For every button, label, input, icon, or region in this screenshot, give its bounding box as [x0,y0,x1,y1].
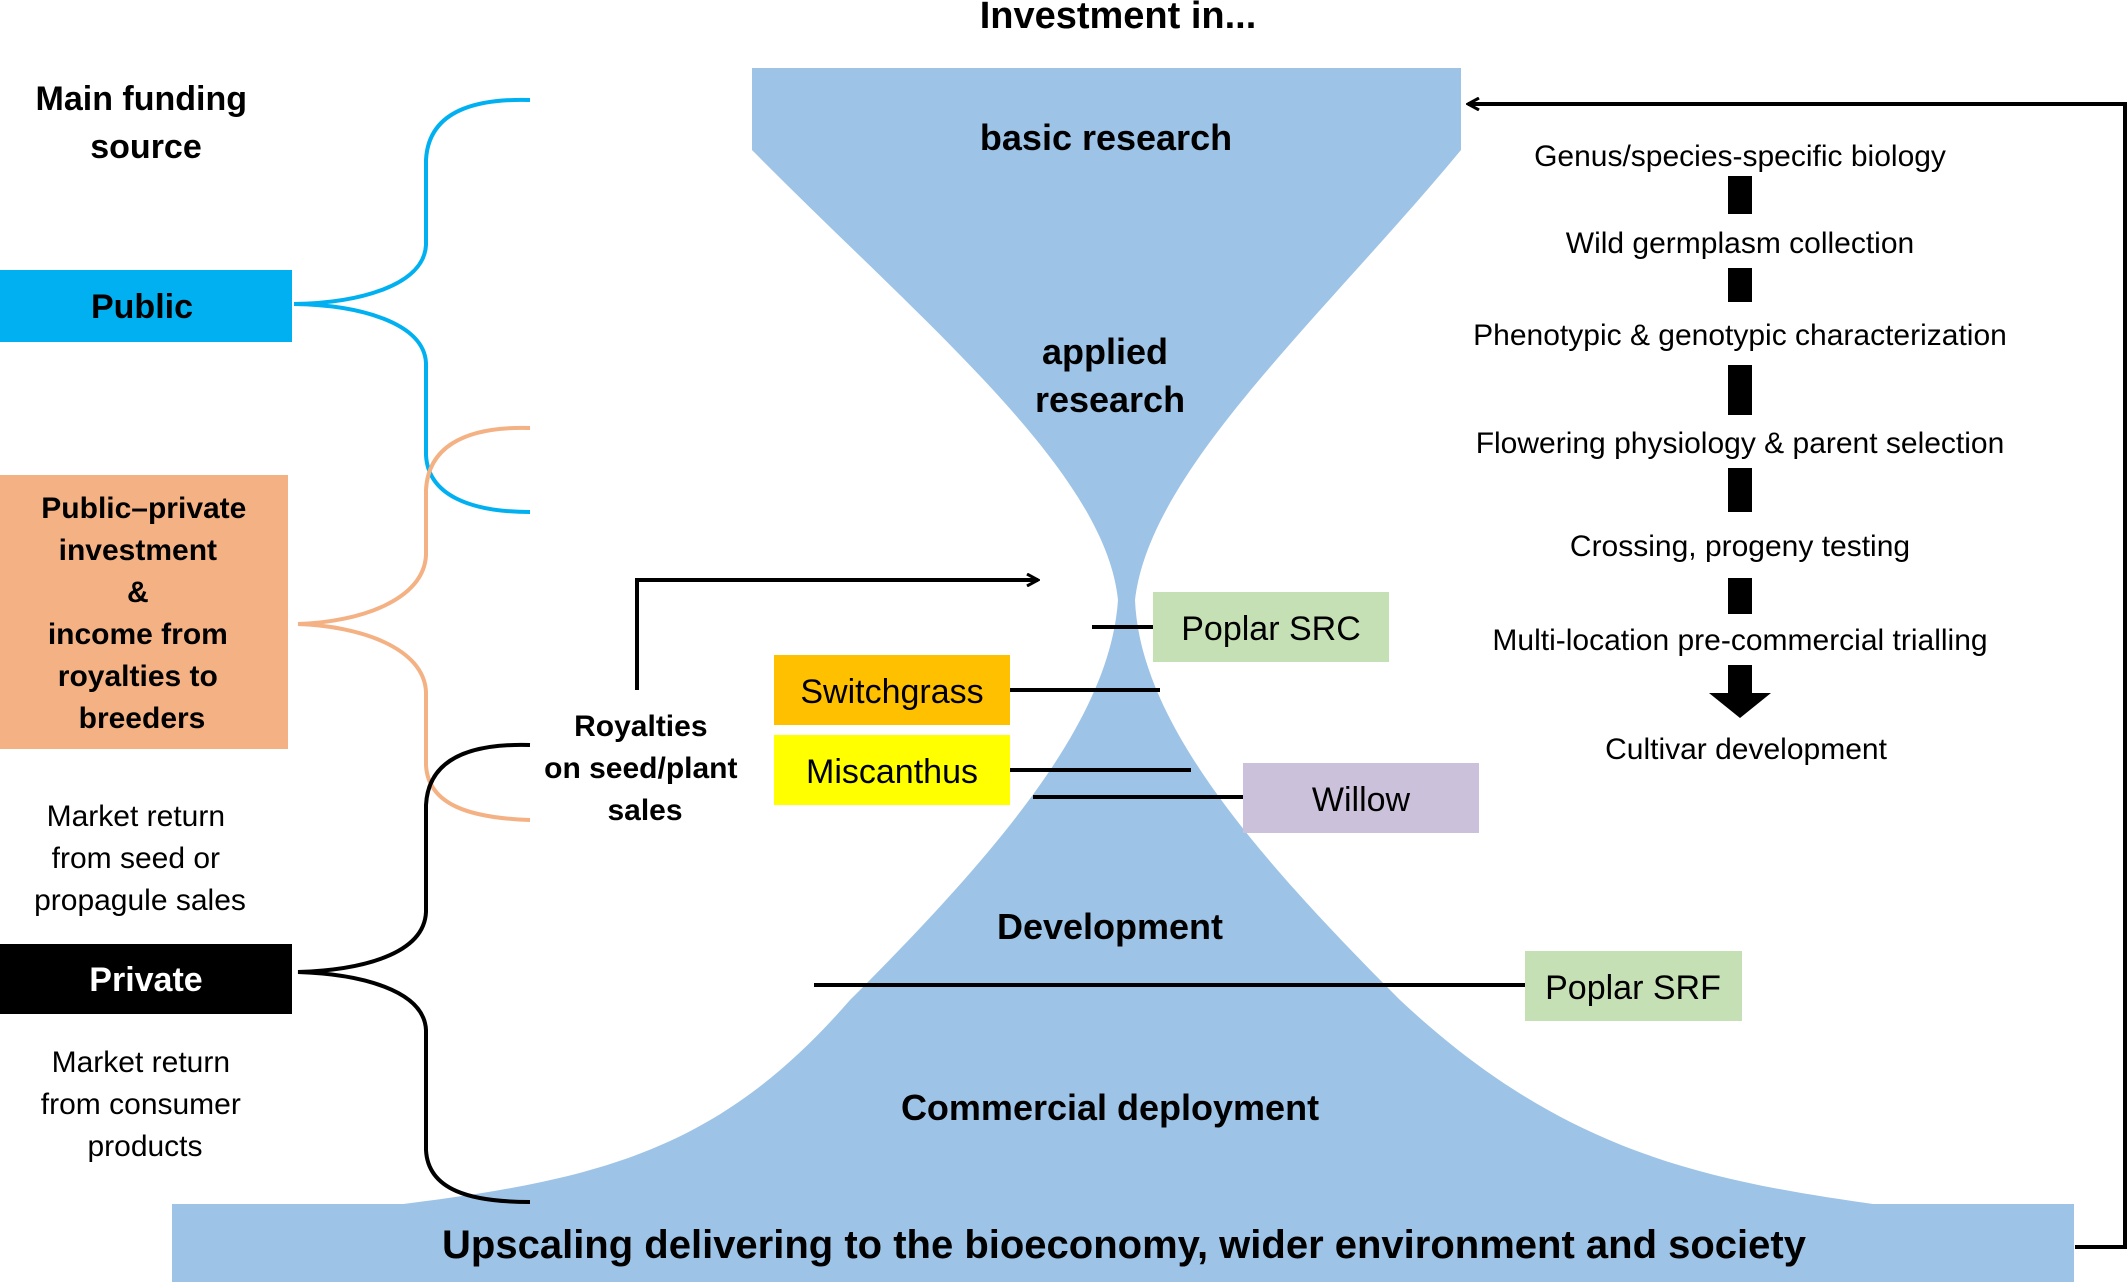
public-private-label: Public–private investment & income from … [41,492,254,735]
funding-header: Main funding source [36,80,257,166]
breeding-pipeline: Genus/species-specific biology Wild germ… [1473,140,2007,766]
willow-box [1243,763,1479,833]
development-label: Development [997,906,1223,947]
royalties-arrow [635,580,1038,690]
private-box [0,944,292,1014]
pipeline-step: Multi-location pre-commercial trialling [1492,624,1987,657]
pipeline-connector [1728,468,1752,512]
miscanthus-label: Miscanthus [806,753,978,791]
pipeline-connector [1728,365,1752,415]
miscanthus-box [774,735,1010,805]
pipeline-step: Cultivar development [1605,733,1887,766]
basic-research-label: basic research [980,117,1232,158]
pipeline-step: Crossing, progeny testing [1570,530,1910,563]
private-brace [297,742,531,1204]
poplar-srf-label: Poplar SRF [1545,969,1721,1007]
royalties-label: Royalties on seed/plant sales [544,710,746,827]
commercial-deployment-label: Commercial deployment [901,1087,1319,1128]
switchgrass-label: Switchgrass [800,673,983,711]
diagram-title: Investment in... [980,0,1257,37]
base-label: Upscaling delivering to the bioeconomy, … [442,1223,1807,1267]
switchgrass-box [774,655,1010,725]
public-label: Public [91,288,193,326]
funnel-shape [395,68,1880,1205]
willow-label: Willow [1312,781,1411,819]
pipeline-down-arrow-icon [1709,665,1771,718]
public-box [0,270,292,342]
pipeline-step: Flowering physiology & parent selection [1476,427,2005,460]
public-private-brace [297,425,531,822]
poplar-src-box [1153,592,1389,662]
pipeline-step: Wild germplasm collection [1566,227,1914,260]
public-brace [293,97,531,514]
feedback-arrow [1468,104,2127,1249]
applied-research-label: applied research [1035,331,1185,420]
pipeline-step: Phenotypic & genotypic characterization [1473,319,2007,352]
poplar-srf-box [1525,951,1742,1021]
pipeline-connector [1728,176,1752,214]
market-seed-label: Market return from seed or propagule sal… [34,800,246,917]
base-bar [172,1204,2074,1282]
market-consumer-label: Market return from consumer products [41,1046,249,1163]
pipeline-connector [1728,578,1752,614]
pipeline-step: Genus/species-specific biology [1534,140,1946,173]
private-label: Private [89,961,202,999]
pipeline-connector [1728,268,1752,302]
poplar-src-label: Poplar SRC [1181,610,1361,648]
public-private-box [0,475,288,749]
